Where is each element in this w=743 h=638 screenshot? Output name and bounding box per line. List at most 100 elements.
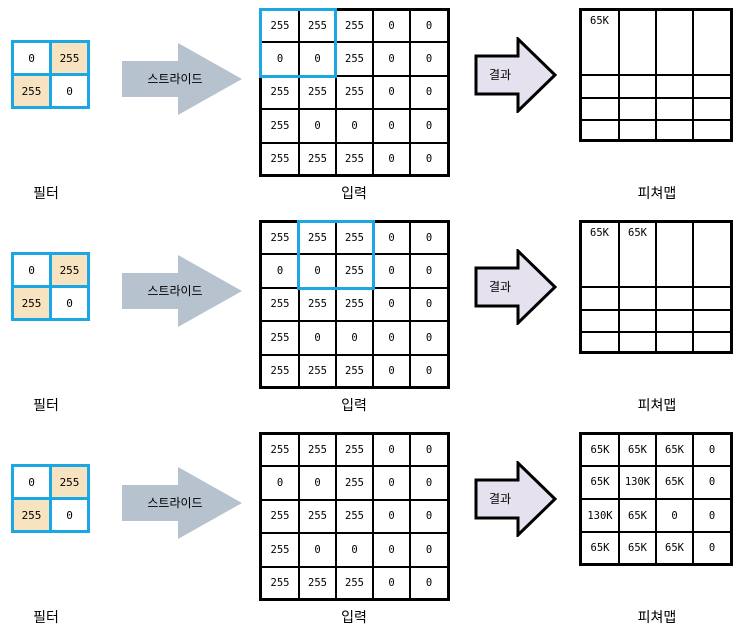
feature-map-cell: 65K bbox=[582, 531, 620, 563]
feature-map-cell: 65K bbox=[582, 435, 620, 467]
input-cell: 0 bbox=[372, 223, 411, 256]
feature-map-cell: 65K bbox=[618, 531, 657, 563]
input-cell: 0 bbox=[372, 253, 411, 289]
feature-map-cell bbox=[655, 11, 694, 76]
input-cell: 0 bbox=[372, 498, 411, 535]
feature-map-cell: 0 bbox=[692, 435, 730, 467]
input-cell: 255 bbox=[298, 141, 337, 174]
input-cell: 0 bbox=[372, 565, 411, 598]
input-cell: 255 bbox=[262, 320, 300, 356]
feature-map-cell bbox=[655, 308, 694, 334]
feature-map-cell: 65K bbox=[582, 223, 620, 288]
feature-map-cell: 65K bbox=[655, 464, 694, 500]
result-arrow bbox=[474, 35, 558, 117]
feature-map-cell bbox=[692, 331, 730, 351]
feature-map-cell bbox=[582, 308, 620, 334]
input-cell: 0 bbox=[372, 141, 411, 174]
feature-map-cell: 65K bbox=[618, 435, 657, 467]
feature-map-cell bbox=[655, 74, 694, 99]
input-cell: 0 bbox=[298, 108, 337, 144]
filter-cell: 0 bbox=[49, 497, 90, 533]
input-cell: 0 bbox=[409, 286, 447, 323]
feature-map-cell bbox=[655, 223, 694, 288]
feature-map-cell: 130K bbox=[618, 464, 657, 500]
input-caption: 입력 bbox=[341, 610, 367, 626]
feature-map-cell: 65K bbox=[618, 497, 657, 534]
input-cell: 255 bbox=[335, 565, 374, 598]
input-cell: 0 bbox=[262, 253, 300, 289]
input-cell: 0 bbox=[262, 41, 300, 77]
feature-map-cell bbox=[692, 74, 730, 99]
feature-map-cell: 0 bbox=[692, 497, 730, 534]
feature-map-cell bbox=[692, 286, 730, 311]
input-cell: 0 bbox=[372, 353, 411, 386]
stride-arrow bbox=[122, 467, 244, 543]
stride-arrow-label: 스트라이드 bbox=[147, 496, 203, 510]
feature-map-cell bbox=[582, 119, 620, 139]
feature-map-cell bbox=[618, 286, 657, 311]
input-cell: 255 bbox=[298, 435, 337, 468]
feature-map-cell bbox=[692, 96, 730, 122]
input-cell: 255 bbox=[262, 435, 300, 468]
feature-map-cell bbox=[655, 96, 694, 122]
filter-cell: 255 bbox=[49, 40, 90, 76]
input-cell: 0 bbox=[409, 253, 447, 289]
input-cell: 0 bbox=[298, 41, 337, 77]
input-cell: 0 bbox=[409, 11, 447, 44]
stride-arrow bbox=[122, 255, 244, 331]
input-cell: 0 bbox=[298, 320, 337, 356]
input-cell: 255 bbox=[298, 498, 337, 535]
input-cell: 0 bbox=[372, 320, 411, 356]
stride-arrow-label: 스트라이드 bbox=[147, 284, 203, 298]
input-cell: 0 bbox=[409, 353, 447, 386]
feature-map-caption: 피쳐맵 bbox=[637, 610, 677, 626]
feature-map-cell: 0 bbox=[692, 531, 730, 563]
input-cell: 0 bbox=[298, 253, 337, 289]
input-cell: 255 bbox=[262, 498, 300, 535]
feature-map-cell: 65K bbox=[582, 464, 620, 500]
input-cell: 255 bbox=[262, 108, 300, 144]
input-cell: 255 bbox=[298, 74, 337, 111]
filter-cell: 0 bbox=[11, 464, 52, 500]
input-cell: 255 bbox=[335, 353, 374, 386]
input-cell: 0 bbox=[409, 74, 447, 111]
stride-arrow bbox=[122, 43, 244, 119]
input-caption: 입력 bbox=[341, 186, 367, 202]
input-cell: 0 bbox=[372, 435, 411, 468]
input-cell: 0 bbox=[335, 108, 374, 144]
input-cell: 0 bbox=[409, 320, 447, 356]
input-cell: 0 bbox=[298, 532, 337, 568]
input-cell: 255 bbox=[298, 286, 337, 323]
feature-map-cell bbox=[582, 286, 620, 311]
feature-map-cell: 65K bbox=[582, 11, 620, 76]
input-cell: 0 bbox=[409, 565, 447, 598]
input-cell: 0 bbox=[372, 532, 411, 568]
filter-cell: 0 bbox=[11, 40, 52, 76]
input-cell: 0 bbox=[335, 532, 374, 568]
feature-map-cell: 0 bbox=[692, 464, 730, 500]
input-cell: 255 bbox=[262, 532, 300, 568]
feature-map-cell: 0 bbox=[655, 497, 694, 534]
feature-map-cell bbox=[655, 331, 694, 351]
input-cell: 0 bbox=[409, 532, 447, 568]
input-cell: 255 bbox=[262, 141, 300, 174]
feature-map-cell bbox=[655, 119, 694, 139]
filter-cell: 0 bbox=[49, 73, 90, 109]
input-cell: 255 bbox=[335, 141, 374, 174]
input-cell: 0 bbox=[298, 465, 337, 501]
input-cell: 255 bbox=[262, 565, 300, 598]
input-cell: 255 bbox=[298, 353, 337, 386]
input-cell: 255 bbox=[335, 253, 374, 289]
feature-map-cell bbox=[618, 11, 657, 76]
input-cell: 0 bbox=[409, 435, 447, 468]
filter-cell: 255 bbox=[49, 464, 90, 500]
input-cell: 255 bbox=[262, 353, 300, 386]
feature-map-caption: 피쳐맵 bbox=[637, 398, 677, 414]
input-cell: 255 bbox=[262, 223, 300, 256]
feature-map-cell bbox=[618, 74, 657, 99]
